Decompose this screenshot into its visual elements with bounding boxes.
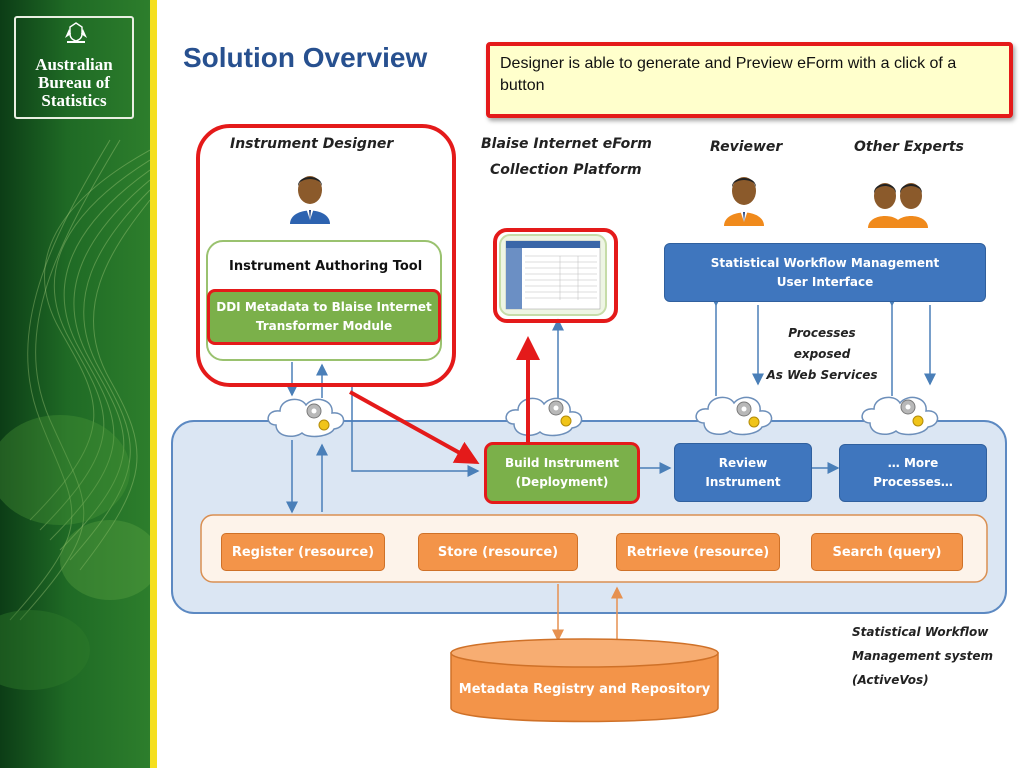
arrow-to-build: [351, 383, 480, 477]
callout-note: Designer is able to generate and Preview…: [486, 42, 1013, 118]
system-note-line-1: Statistical Workflow: [852, 625, 989, 639]
red-arrow-to-build: [349, 390, 480, 464]
repository-label: Metadata Registry and Repository: [458, 681, 711, 697]
register-resource-box: Register (resource): [221, 533, 385, 571]
build-line-1: Build Instrument: [505, 456, 619, 470]
designer-person-icon: [290, 176, 330, 224]
swm-ui-line-1: Statistical Workflow Management: [710, 255, 940, 270]
review-line-1: Review: [718, 455, 768, 470]
experts-people-icon: [868, 183, 928, 228]
processes-note-line-1: Processes exposed: [788, 326, 856, 361]
reviewer-person-icon: [724, 177, 764, 226]
preview-highlight-frame: [493, 228, 618, 323]
processes-note-line-2: As Web Services: [766, 368, 878, 382]
store-resource-box: Store (resource): [418, 533, 578, 571]
system-note-line-2: Management system: [852, 649, 993, 663]
workflow-system-note: Statistical Workflow Management system (…: [852, 620, 993, 692]
designer-highlight-frame: [196, 124, 456, 387]
ddi-transformer-module: DDI Metadata to Blaise Internet Transfor…: [207, 289, 441, 345]
build-instrument-box: Build Instrument (Deployment): [484, 442, 640, 504]
more-line-1: … More: [887, 456, 939, 470]
retrieve-resource-box: Retrieve (resource): [616, 533, 780, 571]
cloud-gear-icon: [695, 396, 773, 436]
sidebar-yellow-stripe: [150, 0, 157, 768]
ddi-line-2: Transformer Module: [255, 319, 393, 333]
abs-logo: Australian Bureau of Statistics: [14, 16, 134, 119]
designer-label: Instrument Designer: [230, 136, 394, 152]
cloud-gear-icon: [861, 396, 939, 436]
more-line-2: Processes…: [873, 475, 953, 489]
more-processes-box: … More Processes…: [839, 444, 987, 502]
ddi-line-1: DDI Metadata to Blaise Internet: [216, 300, 432, 314]
platform-label-line2: Collection Platform: [490, 162, 642, 178]
reviewer-label: Reviewer: [710, 139, 783, 155]
swm-ui-line-2: User Interface: [776, 274, 874, 289]
services-container: [200, 514, 988, 583]
cloud-gear-icon: [267, 398, 345, 438]
review-line-2: Instrument: [705, 474, 781, 489]
page-title: Solution Overview: [183, 42, 428, 73]
repository-cylinder: [450, 638, 719, 723]
sidebar-wave-decoration: [0, 139, 150, 690]
authoring-tool-label: Instrument Authoring Tool: [229, 259, 423, 274]
logo-line-3: Statistics: [41, 91, 107, 110]
processes-note: Processes exposed As Web Services: [760, 323, 884, 386]
coat-of-arms-icon: [65, 22, 87, 43]
system-note-line-3: (ActiveVos): [852, 673, 929, 687]
search-query-box: Search (query): [811, 533, 963, 571]
review-instrument-box: Review Instrument: [674, 443, 812, 502]
platform-label-line1: Blaise Internet eForm: [481, 136, 652, 152]
experts-label: Other Experts: [854, 139, 964, 155]
logo-line-1: Australian: [35, 55, 113, 74]
swm-user-interface: Statistical Workflow Management User Int…: [664, 243, 986, 302]
logo-line-2: Bureau of: [38, 73, 110, 92]
sidebar-band: Australian Bureau of Statistics: [0, 0, 150, 768]
cloud-gear-icon: [505, 397, 583, 437]
build-line-2: (Deployment): [515, 475, 609, 489]
eform-screenshot-image: [505, 240, 601, 310]
